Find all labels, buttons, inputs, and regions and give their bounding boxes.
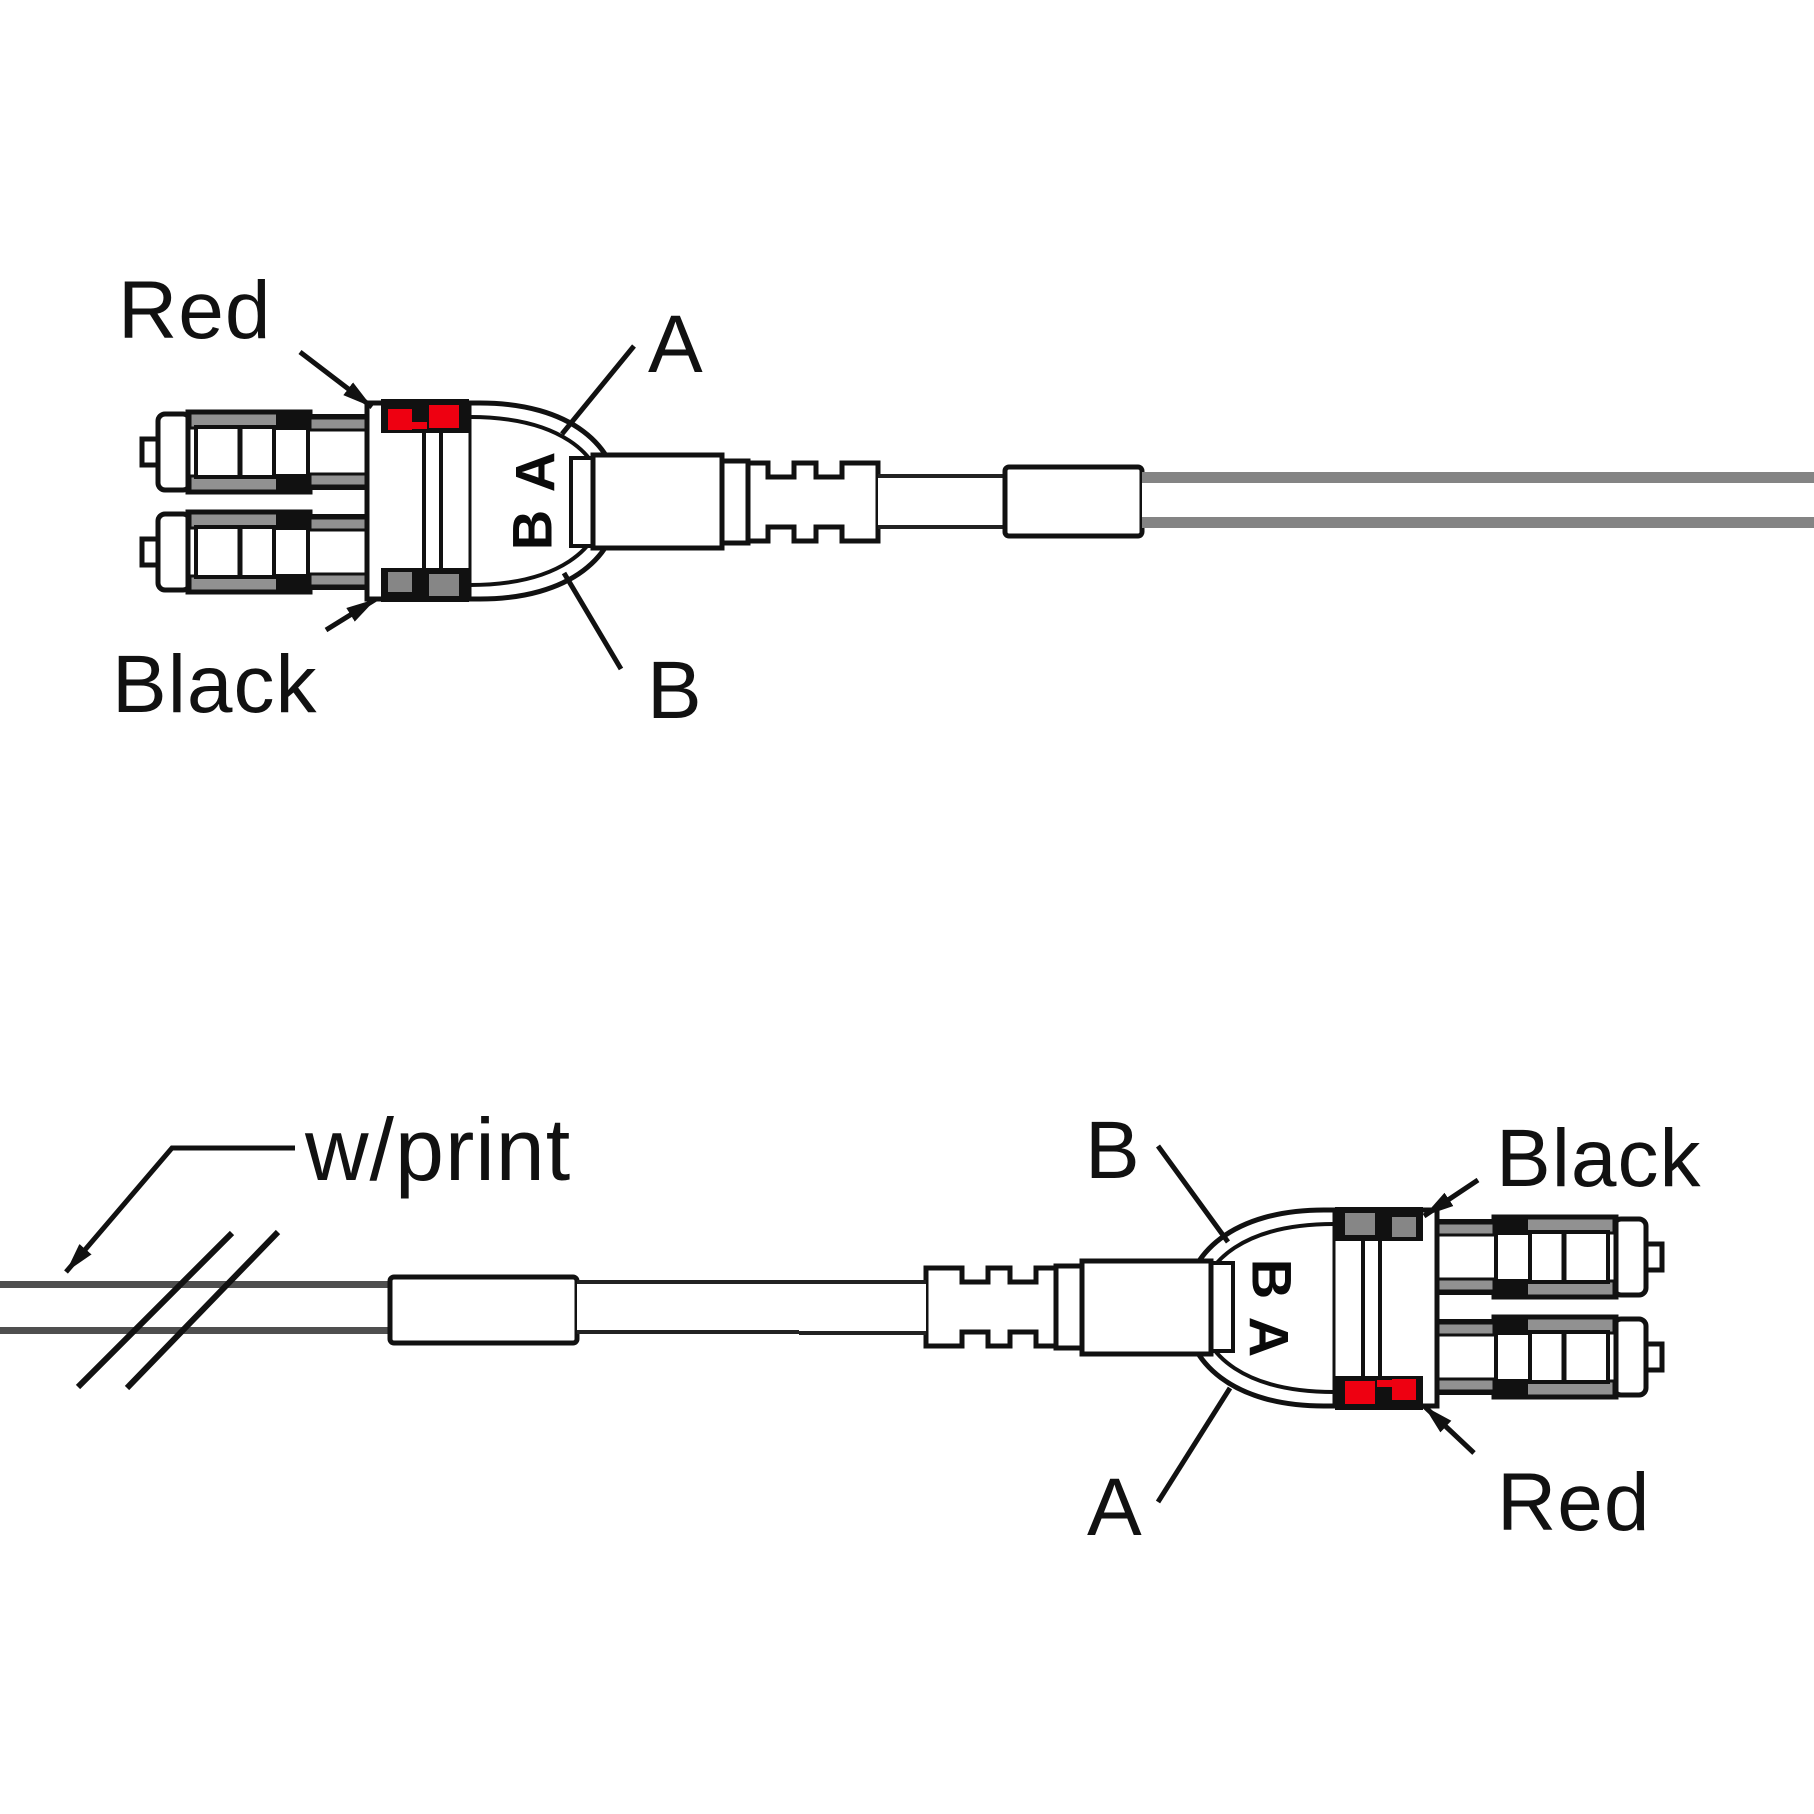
label-b: B [1085, 1105, 1141, 1196]
leader-red [1422, 1404, 1476, 1455]
furcation-sleeve [1002, 464, 1145, 539]
leader-b [1155, 1144, 1231, 1244]
leader-a [560, 344, 636, 436]
jacket-cable-core [0, 1288, 392, 1327]
bottom-figure: w/print B Black A Red [0, 1100, 1702, 1553]
furcation-sleeve [387, 1274, 580, 1346]
label-a: A [648, 299, 704, 390]
jacket-cable-edge [0, 1281, 392, 1288]
leader-red [298, 350, 374, 409]
leader-wprint [64, 1145, 295, 1274]
label-a: A [1087, 1462, 1143, 1553]
bare-cable-core [577, 1284, 807, 1330]
label-red: Red [1497, 1457, 1650, 1548]
leader-black [324, 596, 378, 633]
break-symbol-slash [124, 1229, 281, 1391]
label-red: Red [118, 265, 271, 356]
label-wprint: w/print [304, 1100, 571, 1199]
jacket-cable-edge [1142, 517, 1814, 528]
label-black: Black [112, 639, 318, 730]
break-symbol-slash [75, 1230, 235, 1390]
leader-black [1422, 1177, 1480, 1219]
leader-b [561, 571, 624, 671]
jacket-cable-core [1142, 483, 1814, 517]
jacket-cable-edge [0, 1327, 392, 1334]
top-figure: Red A Black B [112, 265, 1814, 736]
leader-a [1155, 1386, 1233, 1504]
label-black: Black [1496, 1113, 1702, 1204]
jacket-cable-edge [1142, 472, 1814, 483]
label-b: B [647, 645, 703, 736]
